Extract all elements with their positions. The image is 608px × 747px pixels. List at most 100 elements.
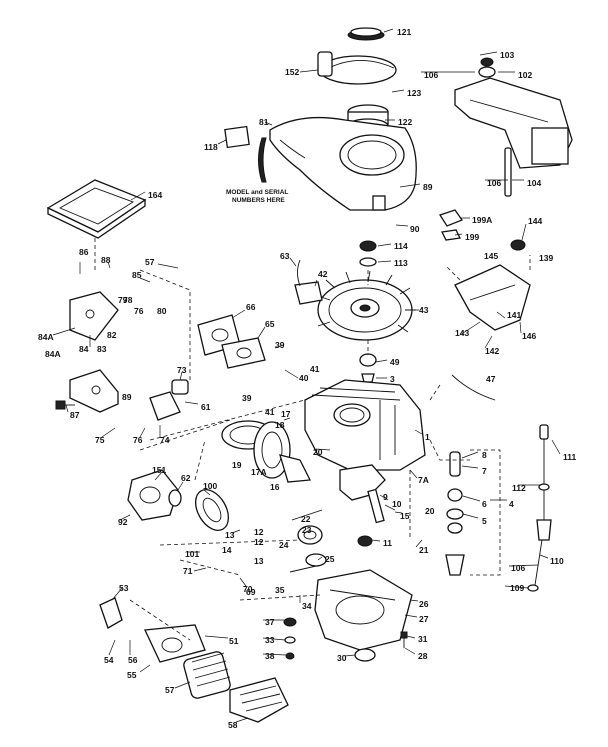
part-label-86: 86 [79,247,89,257]
cylinder-block-1 [304,379,426,471]
part-label-112: 112 [512,483,526,493]
part-label-31: 31 [418,634,428,644]
shroud-strip-81 [258,137,267,183]
flywheel-nut-114 [359,240,377,267]
part-label-80: 80 [157,306,167,316]
part-label-49: 49 [390,357,400,367]
part-label-82: 82 [107,330,117,340]
flywheel-key-49 [359,353,377,383]
part-label-70: 70 [243,584,253,594]
part-label-199a: 199A [472,215,492,225]
part-label-118: 118 [204,142,218,152]
part-label-139: 139 [539,253,553,263]
part-label-3: 3 [390,374,395,384]
part-label-14: 14 [222,545,232,555]
part-label-76b: 76 [133,435,143,445]
part-label-56: 56 [128,655,138,665]
part-label-22: 22 [301,514,311,524]
fuel-line-104 [504,147,512,197]
part-label-109: 109 [510,583,524,593]
part-label-71: 71 [183,566,193,576]
model-serial-note-line1: MODEL and SERIAL [226,189,288,196]
decal-118 [224,125,250,149]
flywheel-43 [317,270,416,341]
valve-assembly-4 [445,451,465,576]
fuel-tank-102 [454,57,573,169]
part-label-13b: 13 [254,556,264,566]
part-label-106c: 106 [511,563,525,573]
dipstick-tube-111 [527,424,552,592]
part-label-69: 69 [246,587,256,597]
part-label-143: 143 [455,328,469,338]
muffler-100 [194,489,230,531]
governor-spring-144 [510,239,526,251]
part-label-26: 26 [419,599,429,609]
ignition-coil-42 [294,259,323,305]
part-label-41b: 41 [265,407,275,417]
throttle-cable-47 [451,374,496,401]
part-label-121: 121 [397,27,411,37]
part-label-5: 5 [482,516,487,526]
part-label-84a: 84A [38,332,54,342]
air-cleaner-cover-58 [229,677,289,723]
part-label-122: 122 [398,117,412,127]
part-label-110: 110 [550,556,564,566]
part-label-62: 62 [181,473,191,483]
part-label-30: 30 [337,653,347,663]
part-label-6: 6 [482,499,487,509]
intake-gasket-65 [221,337,266,369]
oil-seal-30 [354,648,376,662]
part-label-61: 61 [201,402,211,412]
control-bracket-143 [454,264,531,331]
carburetor-151 [127,469,182,521]
bracket-89 [69,369,119,413]
part-label-39b: 39 [242,393,252,403]
part-label-4: 4 [509,499,514,509]
part-label-27: 27 [419,614,429,624]
part-label-20b: 20 [425,506,435,516]
drain-plug-37 [283,617,297,660]
part-label-84: 84 [79,344,89,354]
air-cleaner-cover-164 [46,179,147,239]
rotating-screen-152 [317,51,397,85]
air-cleaner-base-55 [144,624,206,663]
part-label-144: 144 [528,216,542,226]
part-label-58: 58 [228,720,238,730]
part-label-92: 92 [118,517,128,527]
connecting-rod-17a [279,454,312,483]
part-label-146: 146 [522,331,536,341]
part-label-84aa: 84A [45,349,61,359]
part-label-145: 145 [484,251,498,261]
part-label-152: 152 [285,67,299,77]
part-label-11: 11 [383,538,392,548]
part-label-79: 79 [118,295,128,305]
part-label-42: 42 [318,269,328,279]
part-label-39a: 39 [275,340,285,350]
part-label-90: 90 [410,224,420,234]
governor-gear-25 [289,553,327,573]
part-label-43: 43 [419,305,429,315]
part-label-40: 40 [299,373,309,383]
part-label-63: 63 [280,251,290,261]
part-label-57b: 57 [165,685,175,695]
breather-199a [439,209,464,241]
part-label-81: 81 [259,117,269,127]
part-label-106a: 106 [424,70,438,80]
part-label-16: 16 [270,482,280,492]
air-filter-element-57 [183,651,231,699]
part-label-104: 104 [527,178,541,188]
part-label-199: 199 [465,232,479,242]
part-label-34: 34 [302,601,312,611]
part-label-101: 101 [185,549,199,559]
part-label-89: 89 [423,182,433,192]
part-label-53: 53 [119,583,129,593]
part-label-25: 25 [325,554,335,564]
model-serial-note-line2: NUMBERS HERE [232,197,285,204]
part-label-13a: 13 [225,530,235,540]
part-label-37: 37 [265,617,275,627]
part-label-17a: 17A [251,467,267,477]
part-label-164: 164 [148,190,162,200]
part-label-74: 74 [160,435,170,445]
